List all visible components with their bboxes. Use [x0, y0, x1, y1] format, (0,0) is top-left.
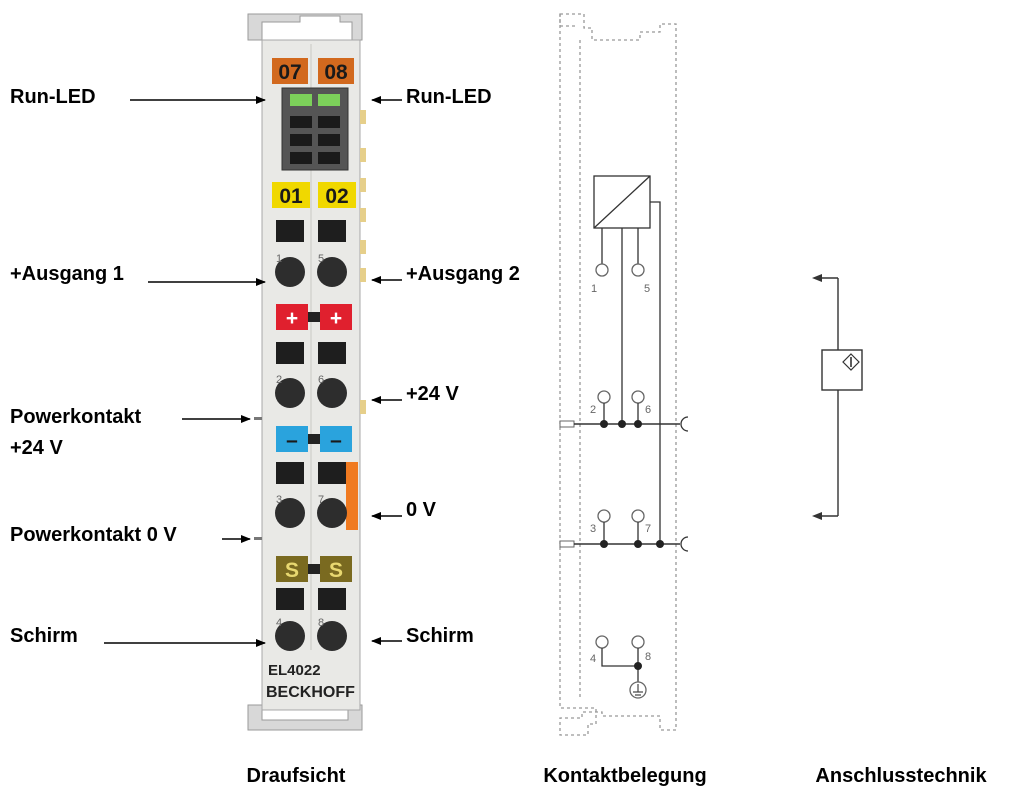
model-label: EL4022 [268, 662, 321, 679]
terminal-screw-5 [317, 257, 347, 287]
tag-07-text: 07 [278, 61, 301, 84]
tag-shield-1 [276, 556, 308, 582]
tag-08-text: 08 [324, 61, 348, 84]
svg-text:S: S [285, 559, 299, 582]
contact-6 [631, 390, 645, 404]
contact-3 [597, 509, 611, 523]
tag-plus-1 [276, 304, 308, 330]
tag-shield-2 [320, 556, 352, 582]
contact-1 [595, 263, 609, 277]
svg-text:1: 1 [591, 283, 597, 295]
contact-4 [595, 635, 609, 649]
svg-text:6: 6 [318, 374, 324, 386]
caption-draufsicht: Draufsicht [247, 765, 346, 787]
run-led-2 [318, 94, 340, 106]
svg-text:3: 3 [276, 494, 282, 506]
label-run-led-right: Run-LED [406, 86, 492, 108]
contact-2 [597, 390, 611, 404]
tag-01 [272, 182, 310, 208]
tag-minus-2 [320, 426, 352, 452]
label-schirm-left: Schirm [10, 625, 78, 647]
svg-text:8: 8 [318, 617, 324, 629]
terminal-screw-1 [275, 257, 305, 287]
run-led-1 [290, 94, 312, 106]
terminal-screw-2 [275, 378, 305, 408]
power-contact-strip [346, 462, 358, 530]
terminal-screw-8 [317, 621, 347, 651]
connection-technique-diagram [812, 274, 863, 520]
svg-text:5: 5 [644, 283, 650, 295]
svg-text:8: 8 [645, 651, 651, 663]
label-plus24v: +24 V [406, 383, 459, 405]
svg-text:4: 4 [590, 653, 596, 665]
svg-text:3: 3 [590, 523, 596, 535]
label-run-led-left: Run-LED [10, 86, 96, 108]
svg-text:4: 4 [276, 617, 282, 629]
tag-02 [318, 182, 356, 208]
tag-08 [318, 58, 354, 84]
contact-assignment-diagram: 1 5 2 6 3 7 4 8 [559, 13, 689, 736]
tag-07 [272, 58, 308, 84]
label-zero-v: 0 V [406, 499, 437, 521]
svg-text:7: 7 [318, 494, 324, 506]
terminal-module: 07 08 01 02 1 5 + + 2 6 [247, 13, 366, 731]
label-powerkontakt24-line2: +24 V [10, 437, 63, 459]
contact-8 [631, 635, 645, 649]
svg-text:2: 2 [590, 404, 596, 416]
label-ausgang-1: +Ausgang 1 [10, 263, 124, 285]
svg-text:6: 6 [645, 404, 651, 416]
label-powerkontakt24-line1: Powerkontakt [10, 406, 141, 428]
tag-plus-2 [320, 304, 352, 330]
terminal-screw-3 [275, 498, 305, 528]
svg-text:–: – [286, 429, 298, 452]
label-schirm-right: Schirm [406, 625, 474, 647]
tag-minus-1 [276, 426, 308, 452]
current-source-icon [821, 349, 863, 391]
svg-text:S: S [329, 559, 343, 582]
caption-anschlusstechnik: Anschlusstechnik [815, 765, 987, 787]
svg-text:2: 2 [276, 374, 282, 386]
tag-02-text: 02 [325, 185, 348, 208]
brand-label: BECKHOFF [266, 684, 355, 701]
svg-text:+: + [286, 307, 298, 330]
terminal-screw-7 [317, 498, 347, 528]
label-powerkontakt0: Powerkontakt 0 V [10, 524, 177, 546]
label-ausgang-2: +Ausgang 2 [406, 263, 520, 285]
contact-5 [631, 263, 645, 277]
svg-text:–: – [330, 429, 342, 452]
terminal-screw-6 [317, 378, 347, 408]
terminal-screw-4 [275, 621, 305, 651]
svg-text:1: 1 [276, 253, 282, 265]
tag-01-text: 01 [279, 185, 303, 208]
svg-text:7: 7 [645, 523, 651, 535]
contact-7 [631, 509, 645, 523]
svg-text:+: + [330, 307, 342, 330]
svg-text:5: 5 [318, 253, 324, 265]
caption-kontaktbelegung: Kontaktbelegung [543, 765, 706, 787]
